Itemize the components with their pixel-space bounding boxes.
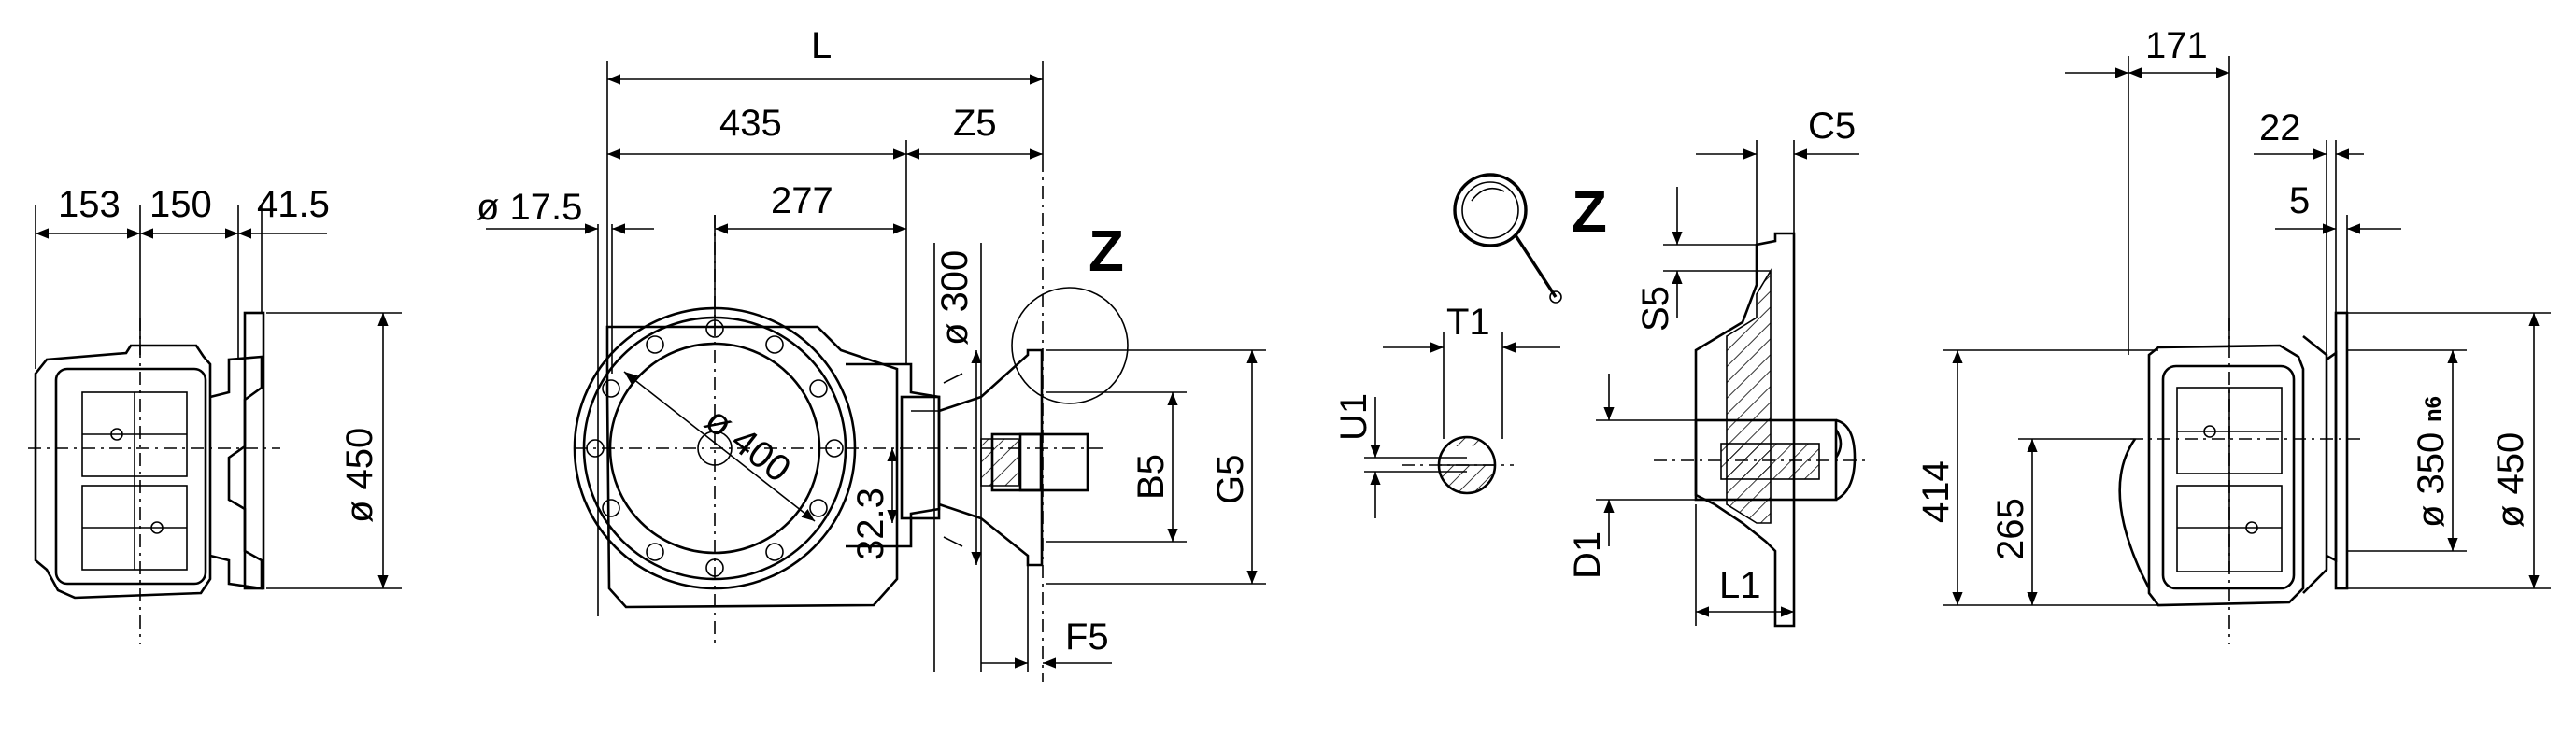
dim-32-3: 32.3 — [850, 488, 891, 560]
detail-label-Z: Z — [1572, 180, 1607, 245]
dim-dia-300: ø 300 — [934, 250, 975, 346]
dim-S5: S5 — [1635, 286, 1676, 332]
dim-T1: T1 — [1446, 302, 1490, 343]
detail-view: Z T1 U1 — [1333, 173, 1607, 518]
dim-dia-350-fit: n6 — [2421, 396, 2446, 422]
dim-Z5: Z5 — [953, 103, 997, 144]
dim-U1: U1 — [1333, 393, 1374, 441]
dim-41-5: 41.5 — [257, 184, 330, 225]
dim-L1: L1 — [1719, 565, 1761, 606]
dim-dia-450-right: ø 450 — [2490, 432, 2531, 528]
view-front: L 435 Z5 277 ø 17.5 ø 300 ø 400 32.3 B5 … — [477, 25, 1266, 682]
dim-265: 265 — [1990, 498, 2031, 560]
dim-dia-17-5: ø 17.5 — [477, 187, 582, 228]
dim-150: 150 — [149, 184, 212, 225]
dim-F5: F5 — [1065, 616, 1109, 657]
dim-L: L — [811, 25, 832, 66]
view-label-Z: Z — [1089, 219, 1124, 284]
dim-5: 5 — [2289, 180, 2310, 221]
dim-277: 277 — [771, 180, 833, 221]
dim-dia-350: ø 350 — [2411, 432, 2452, 528]
magnifier-icon — [1453, 173, 1562, 304]
dim-dia-450-left: ø 450 — [339, 428, 380, 523]
view-side-left: 153 150 41.5 ø 450 — [28, 184, 402, 644]
dim-C5: C5 — [1808, 106, 1856, 147]
dim-153: 153 — [58, 184, 121, 225]
view-side-right: 171 22 5 414 265 ø 350 n6 ø 450 — [1915, 25, 2551, 644]
dim-435: 435 — [719, 103, 782, 144]
dim-171: 171 — [2145, 25, 2208, 66]
dim-G5: G5 — [1210, 455, 1251, 504]
dim-414: 414 — [1915, 460, 1957, 523]
section-view: C5 S5 D1 L1 — [1567, 106, 1869, 628]
dim-D1: D1 — [1567, 531, 1608, 579]
dim-22: 22 — [2259, 107, 2301, 148]
dim-dia-400: ø 400 — [697, 399, 798, 490]
dim-B5: B5 — [1131, 454, 1172, 500]
